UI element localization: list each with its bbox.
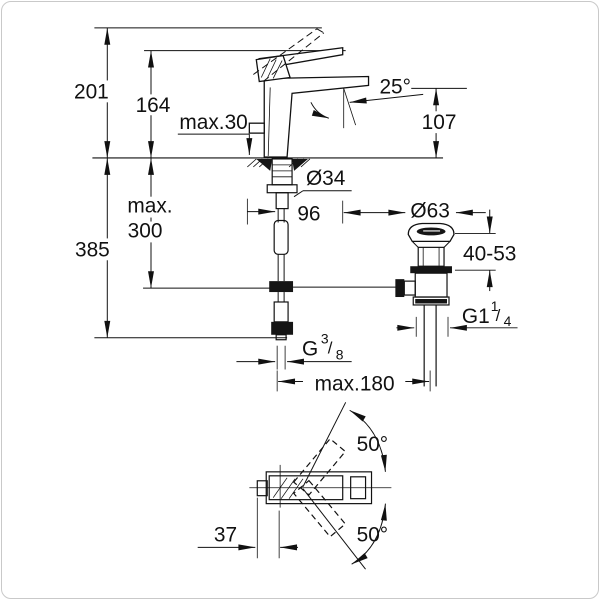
- threaded-shank: [271, 158, 293, 186]
- pivot-hatch-line: [266, 59, 277, 79]
- swing-arc-up: [349, 409, 387, 472]
- swing-arc-down: [351, 503, 387, 565]
- faucet-top-view: 50° 50°: [249, 402, 392, 570]
- dim-max180: max.180: [276, 370, 431, 395]
- lever-raised-dashed-tip: [316, 28, 325, 34]
- dim-385-label: 385: [75, 238, 110, 261]
- dim-37-label: 37: [214, 523, 237, 546]
- rod-socket: [403, 280, 416, 296]
- dim-107: 107: [413, 88, 465, 158]
- waste-neck: [443, 241, 451, 248]
- waste-bottom-band: [415, 299, 448, 304]
- dim-max300-word: max.: [127, 195, 172, 218]
- clamp-wedge-right: [292, 158, 308, 171]
- faucet-underdeck-assembly: [266, 158, 397, 341]
- waste-neck: [411, 241, 419, 248]
- faucet-front-view: [247, 28, 397, 341]
- rod-junction-block: [269, 281, 294, 293]
- dim-385: 385: [65, 157, 120, 338]
- supply-thread-label: G: [302, 338, 318, 361]
- dim-o63: Ø63: [410, 200, 486, 223]
- dim-40-53-label: 40-53: [463, 242, 516, 265]
- connector-stub: [275, 334, 287, 341]
- hose-sleeve: [273, 219, 289, 255]
- dim-g114: G1 1 / 4: [396, 298, 518, 337]
- rod-socket-knurl: [395, 279, 405, 298]
- supply-thread-numerator: 3: [321, 331, 329, 347]
- swing-limit-line-up: [302, 402, 347, 487]
- dim-o63-label: Ø63: [410, 200, 449, 223]
- dim-164: 164: [128, 50, 178, 158]
- dim-max300: max. 300: [123, 157, 177, 289]
- dim-25deg-label: 25°: [379, 75, 411, 98]
- waste-thread-denominator: 4: [504, 313, 512, 329]
- waste-upper-body: [417, 246, 445, 267]
- dim-201-label: 201: [74, 80, 109, 103]
- dim-max30-label: max.30: [179, 111, 247, 134]
- dim-201: 201: [63, 27, 118, 158]
- spray-angle-leader: [349, 93, 424, 104]
- dim-max30: max.30: [177, 111, 253, 155]
- dim-164-label: 164: [136, 94, 171, 117]
- waste-thread-slash: /: [496, 306, 501, 325]
- dim-37: 37: [197, 497, 299, 559]
- shank-tube: [275, 192, 289, 210]
- dim-25deg: 25°: [310, 75, 424, 129]
- waste-assembly: [395, 222, 455, 387]
- spray-angle-arc: [310, 102, 329, 119]
- dim-o34: Ø34: [293, 167, 352, 198]
- faucet-body-shading-line: [267, 87, 271, 156]
- lever-pivot: [255, 54, 291, 83]
- dim-50-up-label: 50°: [357, 433, 389, 456]
- waste-bottom-ring: [412, 296, 450, 306]
- lever-raised-dashed-line: [253, 28, 318, 75]
- connector-nut: [271, 321, 294, 335]
- top-view-spout-tip: [256, 480, 268, 497]
- waste-thread-label: G1: [462, 305, 490, 328]
- dim-o34-label: Ø34: [306, 167, 345, 190]
- dim-107-label: 107: [422, 111, 457, 134]
- dim-max180-label: max.180: [315, 372, 395, 395]
- pivot-hatch-line: [272, 60, 283, 79]
- waste-thread-numerator: 1: [491, 298, 499, 314]
- dim-96: 96: [246, 198, 406, 226]
- dim-96-label: 96: [297, 203, 320, 226]
- supply-thread-slash: /: [328, 339, 333, 358]
- mounting-nut: [266, 184, 298, 194]
- spray-stream-line: [343, 88, 357, 126]
- lever-swing-up-dashed: [292, 437, 347, 496]
- dim-g38: G 3 / 8: [236, 331, 352, 370]
- deck-hatching: [247, 158, 311, 171]
- dim-40-53: 40-53: [454, 209, 520, 292]
- pivot-hatch-line: [260, 58, 271, 78]
- dim-50-down-label: 50°: [357, 523, 389, 546]
- supply-thread-denominator: 8: [336, 347, 344, 363]
- hose-connector: [273, 301, 289, 323]
- clamp-wedge-left: [256, 158, 273, 171]
- dim-max300-value: 300: [128, 219, 163, 242]
- faucet-side-tab: [248, 122, 265, 134]
- waste-washer: [410, 266, 452, 274]
- lever-raised-dashed-line: [262, 32, 325, 82]
- waste-lower-body: [414, 272, 448, 298]
- lever-swing-down-dashed: [292, 479, 347, 538]
